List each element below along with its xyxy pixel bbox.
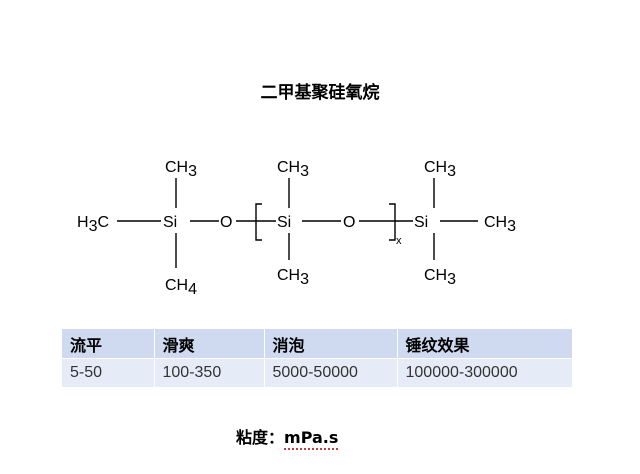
repeat-subscript: x — [396, 235, 402, 247]
left-si-left-group: H3C — [77, 214, 109, 235]
viscosity-table: 流平 滑爽 消泡 锤纹效果 5-50 100-350 5000-50000 10… — [62, 329, 572, 387]
header-defoaming: 消泡 — [264, 329, 398, 359]
page-title: 二甲基聚硅氧烷 — [260, 83, 380, 103]
cell-slip: 100-350 — [154, 358, 265, 387]
viscosity-unit: mPa.s — [284, 428, 339, 450]
header-slip: 滑爽 — [154, 329, 265, 359]
left-bracket — [255, 203, 262, 241]
right-si-bottom-group: CH3 — [424, 267, 456, 288]
table-row: 5-50 100-350 5000-50000 100000-300000 — [62, 358, 572, 387]
right-bracket — [389, 203, 396, 241]
left-si-atom: Si — [163, 214, 177, 231]
cell-defoaming: 5000-50000 — [264, 358, 398, 387]
oxygen-1: O — [220, 214, 232, 231]
middle-si-atom: Si — [277, 214, 291, 231]
structural-formula: H3C Si CH3 CH4 O Si CH3 CH3 O x Si CH3 C… — [77, 159, 516, 298]
viscosity-unit-note: 粘度：mPa.s — [236, 424, 339, 450]
cell-leveling: 5-50 — [62, 358, 155, 387]
right-si-right-group: CH3 — [484, 214, 516, 235]
oxygen-2: O — [343, 214, 355, 231]
cell-hammer-effect: 100000-300000 — [397, 358, 572, 387]
viscosity-label: 粘度： — [236, 428, 285, 447]
right-si-atom: Si — [414, 214, 428, 231]
table-header-row: 流平 滑爽 消泡 锤纹效果 — [62, 329, 572, 359]
header-leveling: 流平 — [62, 329, 155, 359]
header-hammer-effect: 锤纹效果 — [397, 329, 572, 359]
middle-si-top-group: CH3 — [277, 159, 309, 180]
right-si-top-group: CH3 — [424, 159, 456, 180]
middle-si-bottom-group: CH3 — [277, 267, 309, 288]
left-si-bottom-group: CH4 — [165, 277, 197, 298]
left-si-top-group: CH3 — [165, 159, 197, 180]
